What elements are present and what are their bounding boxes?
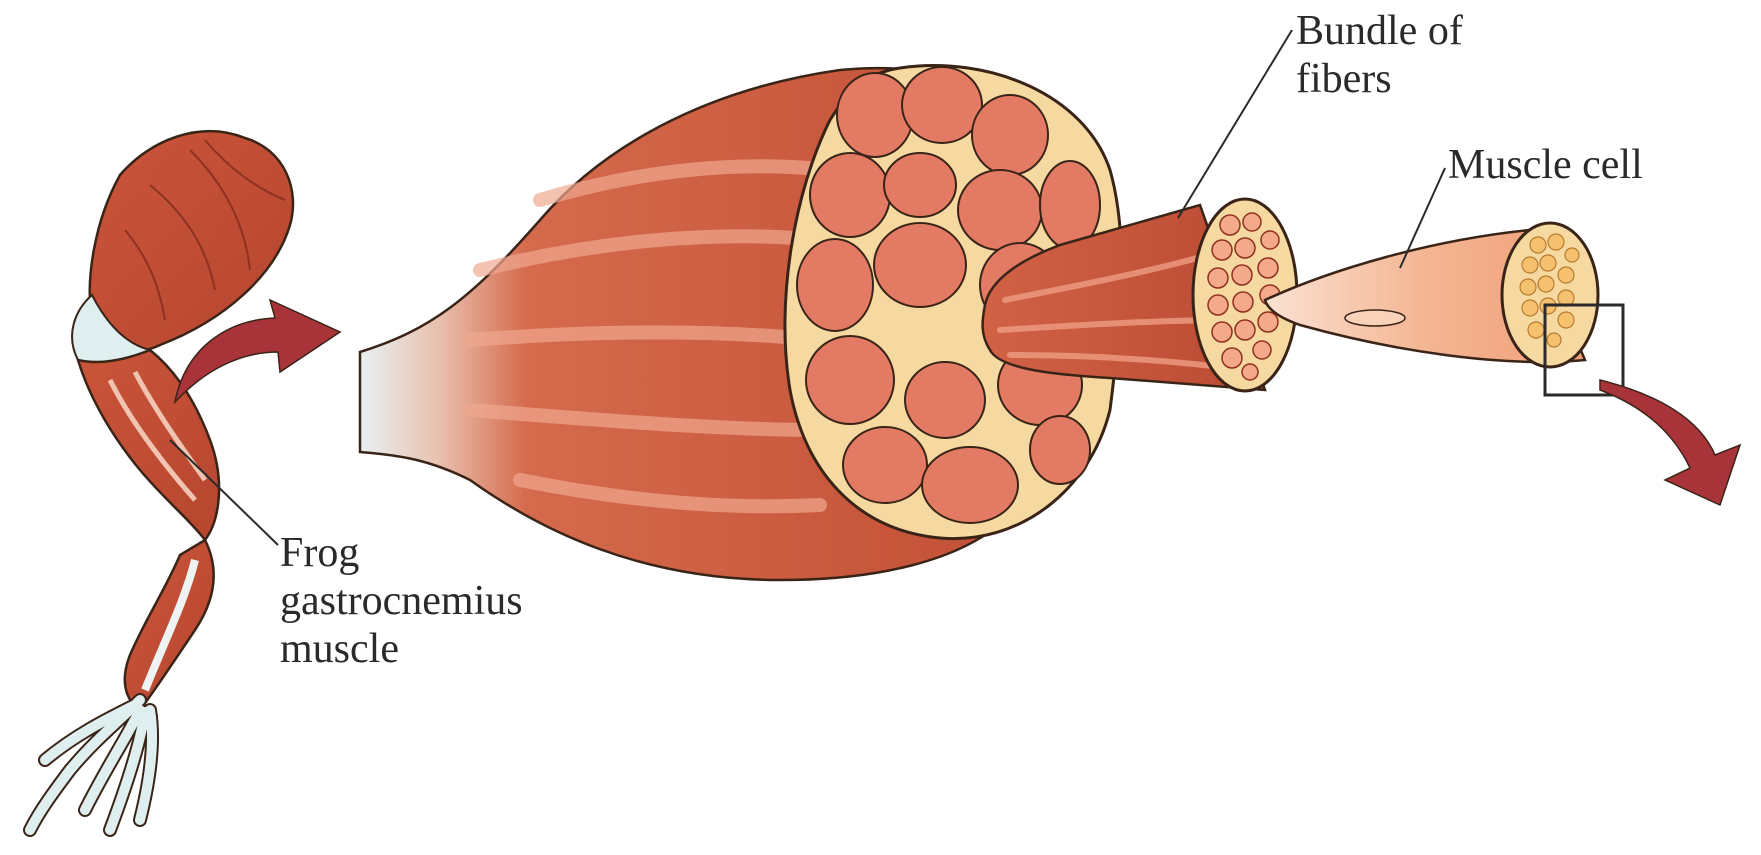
bundle-leader-line [1178,30,1292,218]
frog-leg [30,131,293,830]
label-frog-line2: gastrocnemius [280,578,523,624]
cell-nucleus [1345,310,1405,326]
muscle-cell [1265,223,1623,395]
label-frog-line3: muscle [280,626,399,672]
magnify-arrow-2 [1600,380,1740,505]
label-bundle-of-fibers-line2: fibers [1296,56,1392,102]
label-muscle-cell: Muscle cell [1448,142,1643,188]
label-bundle-of-fibers-line1: Bundle of [1296,8,1463,54]
label-frog-line1: Frog [280,530,359,576]
